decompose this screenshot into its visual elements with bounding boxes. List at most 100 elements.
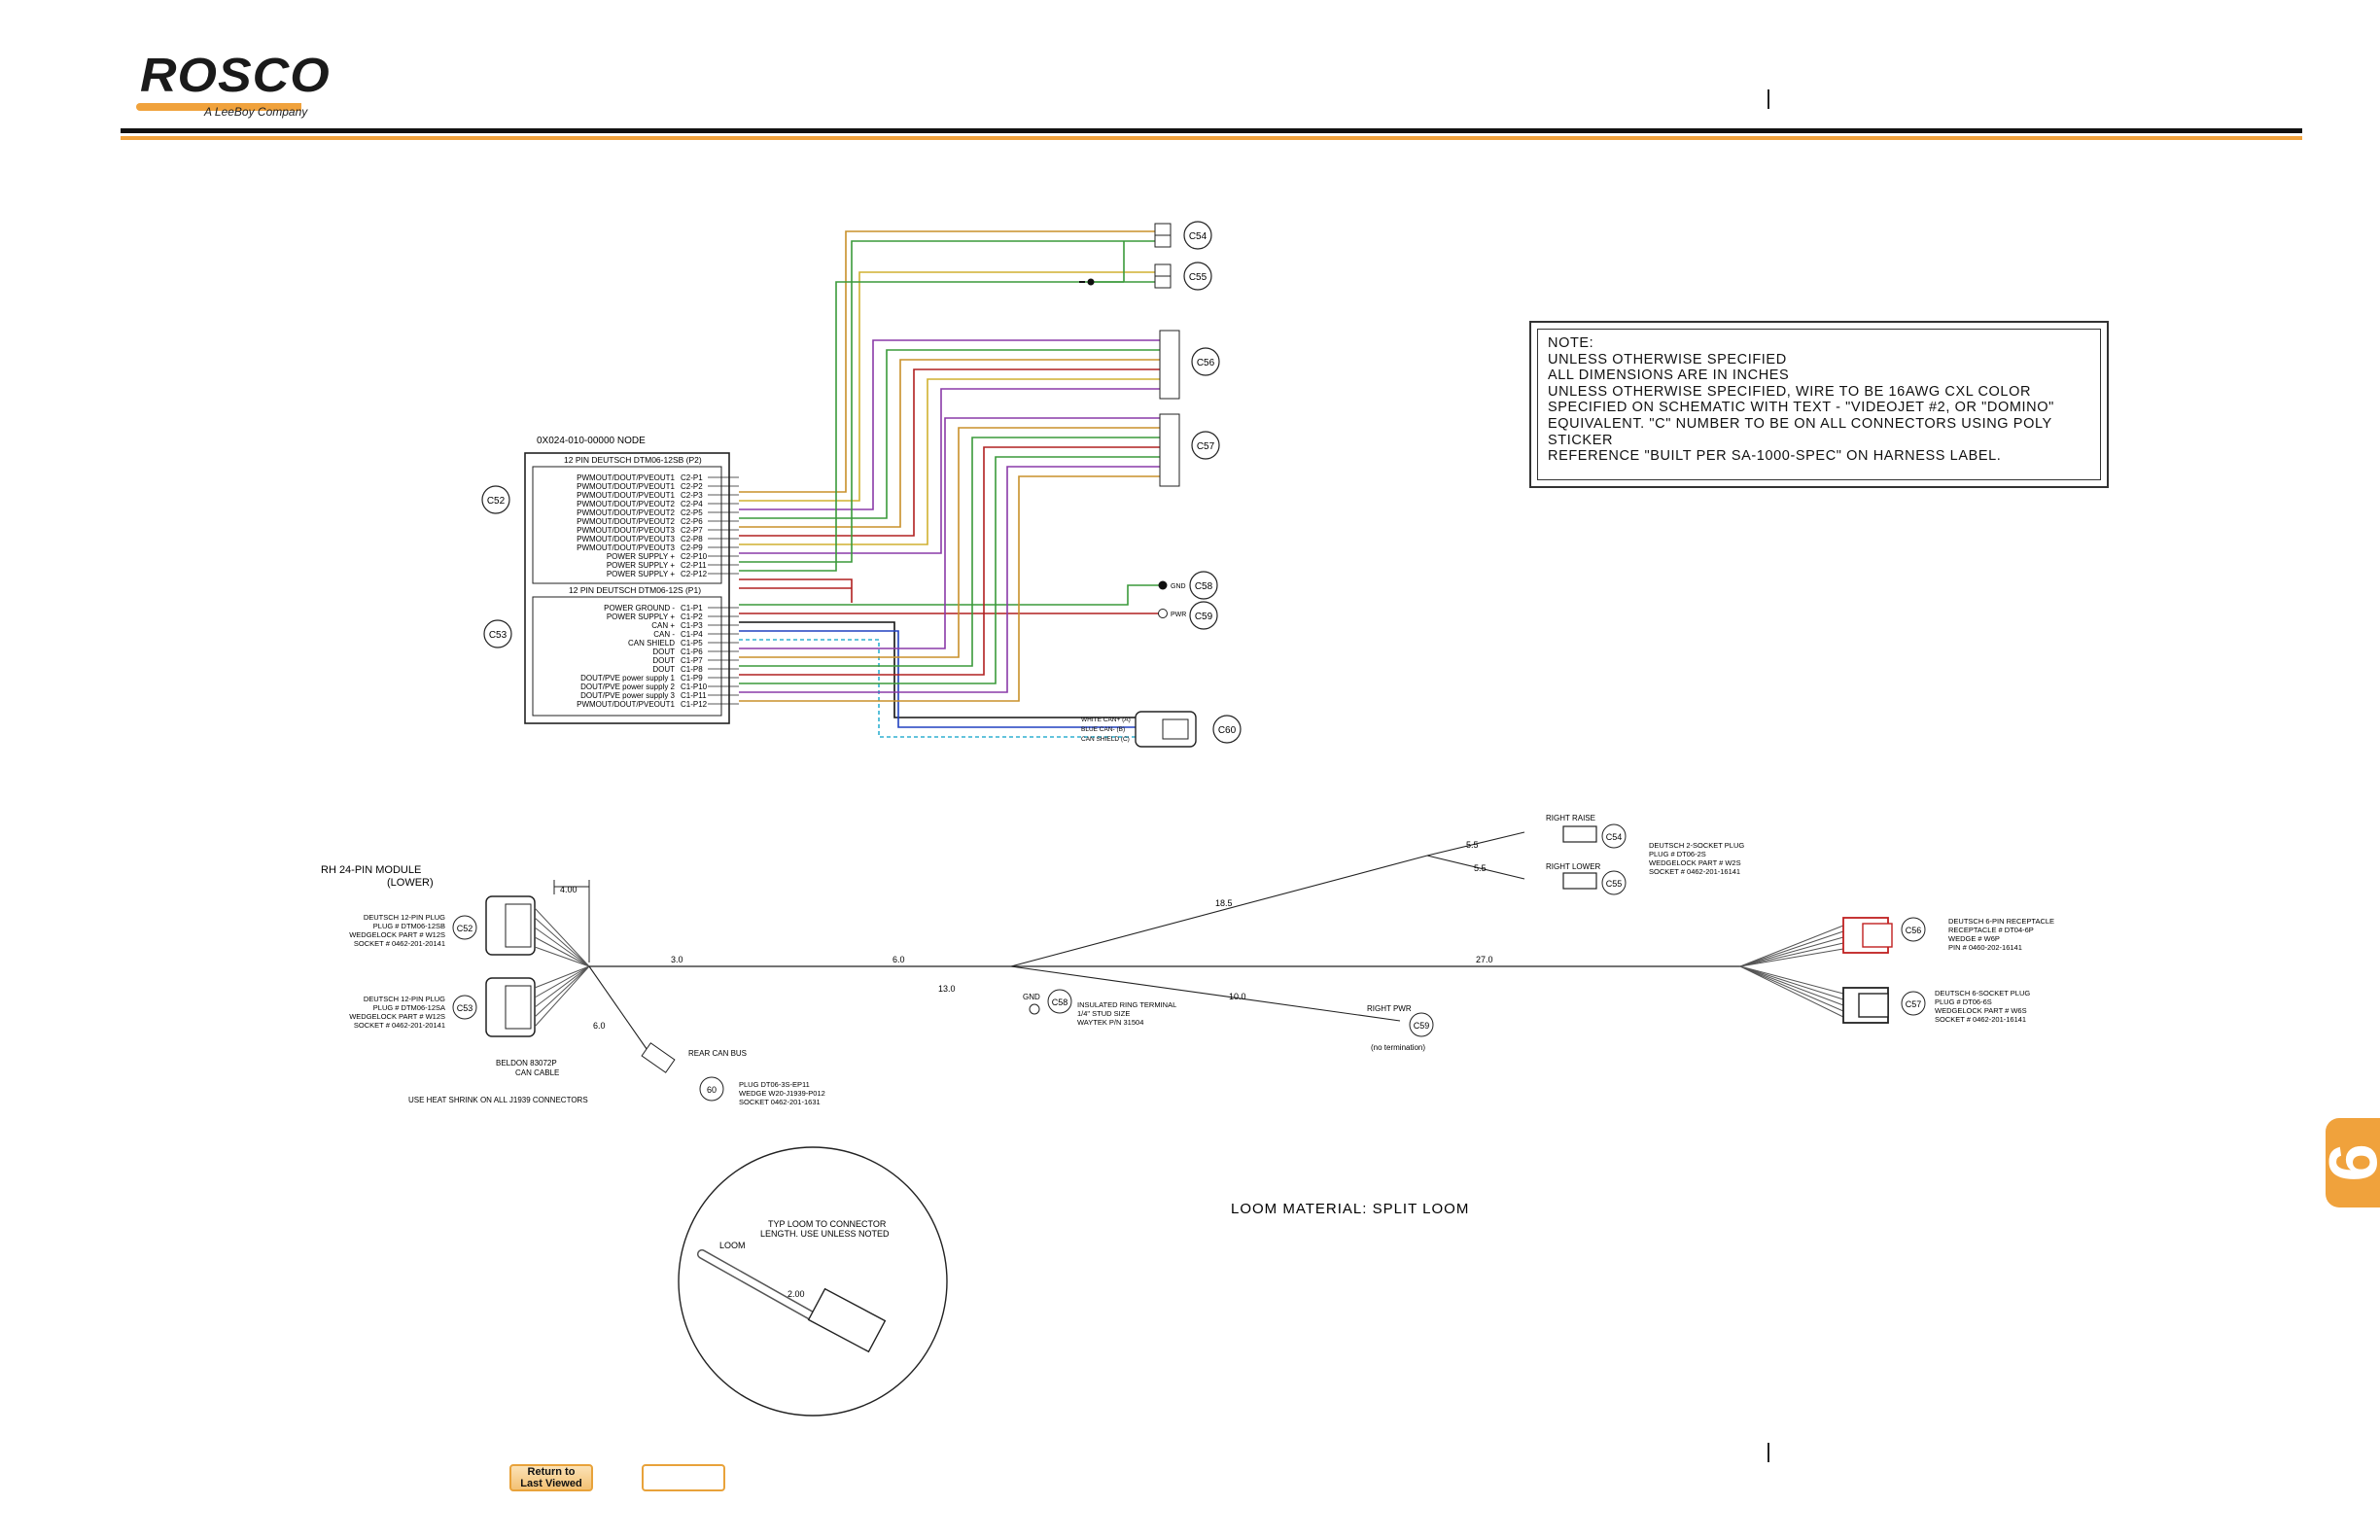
- note-line: DEUTSCH 2-SOCKET PLUG: [1649, 841, 1744, 850]
- pin-id: C2-P4: [681, 500, 703, 508]
- note-line: WEDGELOCK PART # W2S: [1649, 858, 1741, 867]
- pin-id: C1-P7: [681, 656, 703, 665]
- c56-receptacle: C56: [1842, 917, 1926, 954]
- note-line: WEDGE # W6P: [1948, 934, 2000, 943]
- footer-divider: [1768, 1443, 1769, 1462]
- c59-connector[interactable]: PWR C59: [1158, 601, 1218, 630]
- harness-c56-label: C56: [1906, 926, 1922, 935]
- c60-connector[interactable]: WHITE CAN+ (A) BLUE CAN- (B) CAN SHIELD …: [1081, 711, 1242, 748]
- dim-18-5: 18.5: [1215, 898, 1233, 908]
- pin-name: PWMOUT/DOUT/PVEOUT1: [577, 491, 675, 500]
- c58-connector[interactable]: GND C58: [1158, 571, 1218, 600]
- c54-connector[interactable]: C54: [1154, 221, 1212, 250]
- pin-id: C1-P1: [681, 604, 703, 612]
- pin-name: DOUT: [652, 648, 675, 656]
- pin-id: C1-P9: [681, 674, 703, 682]
- pin-id: C2-P8: [681, 535, 703, 543]
- pin-id: C2-P3: [681, 491, 703, 500]
- harness-c58-label: C58: [1052, 998, 1068, 1007]
- loom-word: LOOM: [719, 1241, 746, 1250]
- pin-id: C2-P5: [681, 508, 703, 517]
- company-logo: ROSCO A LeeBoy Company: [136, 47, 330, 124]
- gnd-ring-label: GND: [1023, 993, 1040, 1001]
- dim-10-0: 10.0: [1229, 992, 1246, 1001]
- c55-label: C55: [1189, 272, 1208, 283]
- note-line: SOCKET # 0462-201-16141: [1649, 867, 1740, 876]
- c53-plug: C53: [452, 977, 536, 1037]
- c57-connector[interactable]: C57: [1159, 413, 1220, 487]
- node-title: 0X024-010-00000 NODE: [537, 436, 646, 446]
- logo-subtitle: A LeeBoy Company: [204, 105, 308, 119]
- pin-name: POWER SUPPLY +: [607, 612, 676, 621]
- return-button-line2: Last Viewed: [520, 1478, 582, 1489]
- loom-dim: 2.00: [788, 1289, 805, 1299]
- note-line: PLUG # DT06-2S: [1649, 850, 1706, 858]
- dim-5-5-b: 5.5: [1474, 863, 1487, 873]
- pin-name: DOUT: [652, 656, 675, 665]
- c58-gnd-label: GND: [1171, 583, 1186, 590]
- c58-label: C58: [1195, 581, 1213, 592]
- p1-header: 12 PIN DEUTSCH DTM06-12S (P1): [569, 585, 701, 595]
- pin-name: PWMOUT/DOUT/PVEOUT2: [577, 508, 675, 517]
- pin-id: C1-P5: [681, 639, 703, 648]
- note-line: WEDGE W20-J1939-P012: [739, 1089, 825, 1098]
- right-raise-label: RIGHT RAISE: [1546, 814, 1595, 822]
- note-line: PLUG # DTM06-12SA: [373, 1003, 445, 1012]
- blank-nav-button[interactable]: [642, 1464, 725, 1491]
- harness-c55-label: C55: [1606, 879, 1623, 889]
- p2-pin-list: PWMOUT/DOUT/PVEOUT1 C2-P1PWMOUT/DOUT/PVEO…: [577, 473, 739, 578]
- pin-name: DOUT/PVE power supply 1: [580, 674, 675, 682]
- pin-id: C1-P3: [681, 621, 703, 630]
- dim-4-00: 4.00: [560, 885, 578, 894]
- no-termination-label: (no termination): [1371, 1043, 1425, 1052]
- can-wire-label-2: BLUE CAN- (B): [1081, 726, 1125, 733]
- note-line: SOCKET # 0462-201-20141: [354, 939, 445, 948]
- note-line: SOCKET # 0462-201-16141: [1935, 1015, 2026, 1024]
- pin-name: PWMOUT/DOUT/PVEOUT2: [577, 500, 675, 508]
- pin-id: C1-P10: [681, 682, 708, 691]
- c56-connector[interactable]: C56: [1159, 330, 1220, 400]
- pin-name: POWER SUPPLY +: [607, 552, 676, 561]
- module-title: RH 24-PIN MODULE: [321, 864, 421, 876]
- pin-name: PWMOUT/DOUT/PVEOUT2: [577, 517, 675, 526]
- pin-name: PWMOUT/DOUT/PVEOUT3: [577, 535, 675, 543]
- note-line: INSULATED RING TERMINAL: [1077, 1000, 1176, 1009]
- c53-bubble[interactable]: C53: [483, 619, 512, 648]
- pin-name: POWER SUPPLY +: [607, 570, 676, 578]
- can-wire-label-3: CAN SHIELD (C): [1081, 736, 1130, 743]
- logo-swoosh: [136, 103, 301, 111]
- pin-name: PWMOUT/DOUT/PVEOUT3: [577, 543, 675, 552]
- loom-detail-line1: TYP LOOM TO CONNECTOR: [768, 1219, 887, 1229]
- c52-plug: C52: [452, 895, 536, 956]
- return-to-last-viewed-button[interactable]: Return to Last Viewed: [509, 1464, 593, 1491]
- c52-bubble[interactable]: C52: [481, 485, 510, 514]
- note-line: PLUG # DTM06-12SB: [373, 922, 445, 930]
- splice-dot: [1087, 278, 1095, 286]
- pin-id: C2-P11: [681, 561, 707, 570]
- header-divider: [1768, 89, 1769, 109]
- note-line: DEUTSCH 6-SOCKET PLUG: [1935, 989, 2030, 998]
- module-subtitle: (LOWER): [387, 877, 434, 889]
- header-rule-orange: [121, 136, 2302, 140]
- pin-id: C2-P1: [681, 473, 703, 482]
- logo-wordmark: ROSCO: [140, 49, 331, 103]
- pin-name: CAN +: [651, 621, 675, 630]
- loom-material-label: LOOM MATERIAL: SPLIT LOOM: [1231, 1201, 1469, 1217]
- pin-id: C1-P8: [681, 665, 703, 674]
- pin-id: C2-P7: [681, 526, 703, 535]
- belden-line2: CAN CABLE: [515, 1068, 559, 1077]
- section-tab[interactable]: 9: [2315, 1118, 2380, 1208]
- c54-plug: C54: [1562, 823, 1627, 849]
- c55-connector[interactable]: C55: [1154, 262, 1212, 291]
- pin-id: C1-P12: [681, 700, 708, 709]
- note-line: WEDGELOCK PART # W12S: [349, 930, 445, 939]
- pin-id: C2-P6: [681, 517, 703, 526]
- dim-6-0: 6.0: [892, 955, 905, 964]
